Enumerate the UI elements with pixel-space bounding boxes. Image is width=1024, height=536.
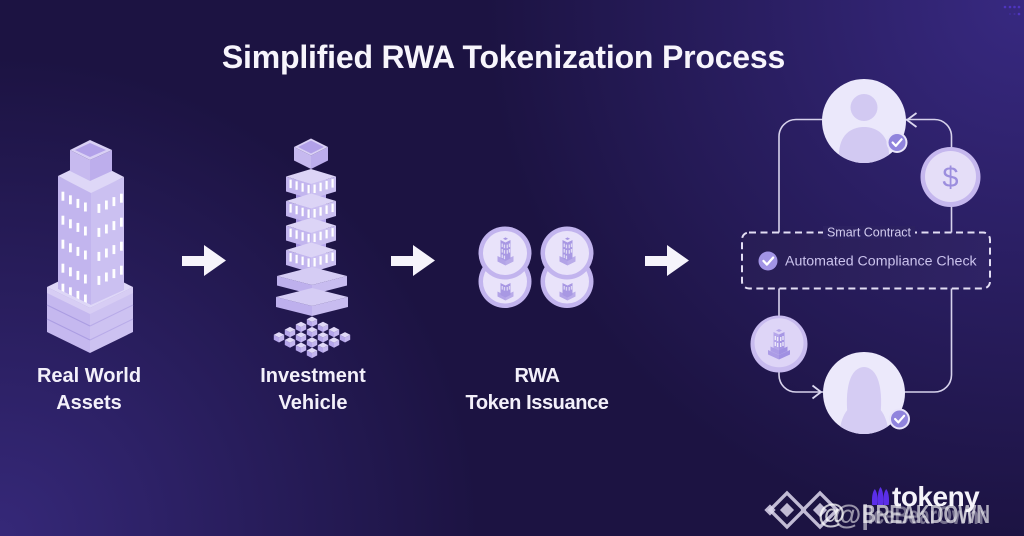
svg-text:@: @ — [818, 498, 845, 529]
svg-text:BREAKDOWN: BREAKDOWN — [862, 499, 990, 529]
svg-text:IceBearOwnr: IceBearOwnr — [868, 502, 986, 530]
svg-text:$: $ — [942, 162, 958, 194]
svg-text:tokeny: tokeny — [892, 481, 980, 512]
svg-text:Smart Contract: Smart Contract — [827, 226, 912, 240]
svg-text:@|: @| — [834, 499, 869, 530]
svg-text:Automated Compliance Check: Automated Compliance Check — [785, 254, 978, 270]
